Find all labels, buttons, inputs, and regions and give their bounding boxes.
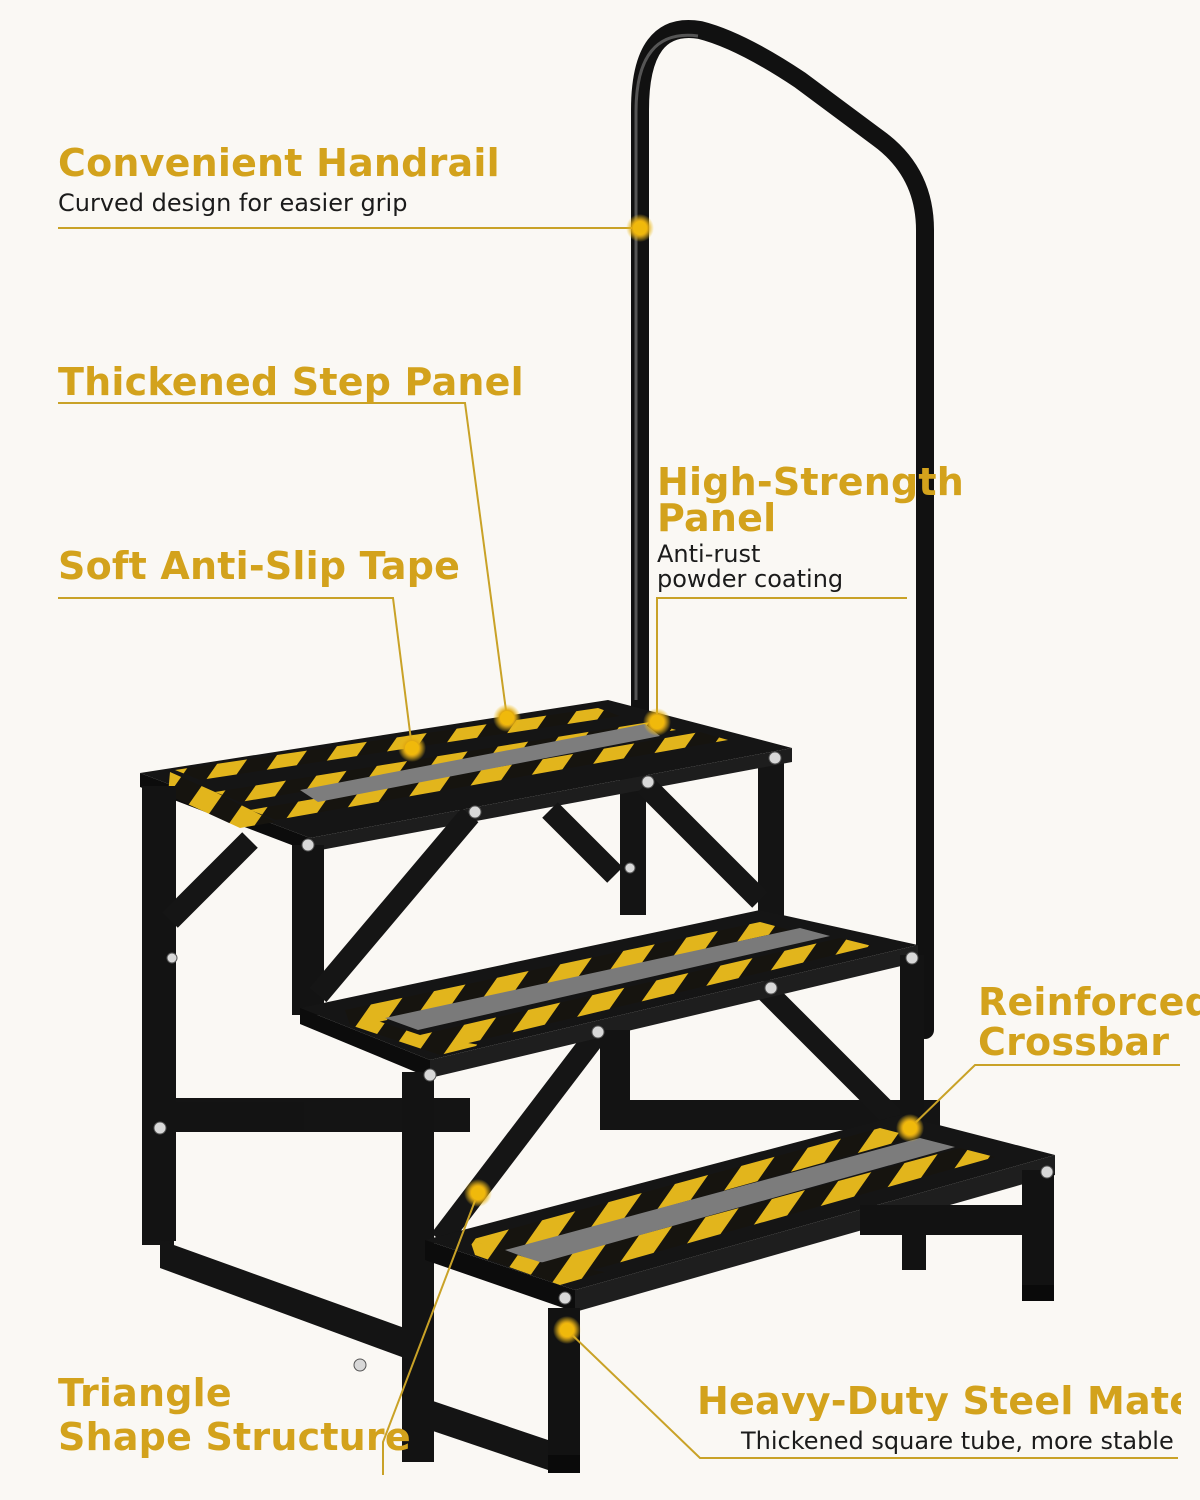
panel-subtitle-line2: powder coating [657,565,844,593]
handrail-title: Convenient Handrail [58,141,500,185]
crossbar-title-line2: Crossbar [978,1020,1170,1064]
steel-subtitle: Thickened square tube, more stable [741,1427,1174,1455]
anti-slip-title: Soft Anti-Slip Tape [58,544,461,588]
frame-front-top [142,786,324,1241]
frame-middle [402,955,924,1462]
panel-title-line1: High-Strength [657,460,964,504]
steel-title: Heavy-Duty Steel Materia [697,1381,1181,1421]
callout-markers [398,214,924,1344]
panel-subtitle-line1: Anti-rust [657,540,761,568]
step-middle [300,910,918,1078]
panel-title-line2: Panel [657,496,777,540]
step-panel-title: Thickened Step Panel [58,360,524,404]
step-bottom [425,1115,1055,1312]
handrail-subtitle: Curved design for easier grip [58,189,408,217]
step-top [140,700,792,852]
leader-lines [58,227,1180,1475]
triangle-title-line2: Shape Structure [58,1415,411,1459]
crossbar-title-line1: Reinforced [978,980,1200,1024]
handrail-highlight [634,33,699,700]
triangle-title-line1: Triangle [58,1371,232,1415]
bolts [153,751,1054,1372]
triangle-braces [162,777,913,1247]
